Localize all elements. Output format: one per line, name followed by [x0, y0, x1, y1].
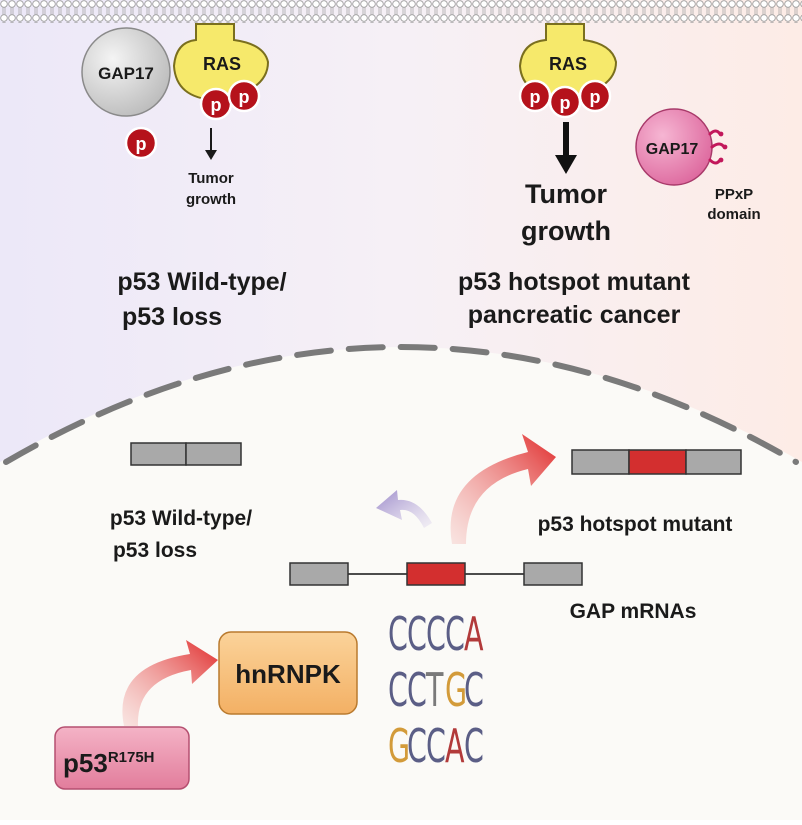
nuclear-envelope: [3, 344, 799, 465]
large-down-arrowhead: [555, 155, 577, 174]
p53-r175h-label: p53R175H: [63, 748, 155, 778]
motif-letter: C: [407, 608, 427, 662]
nucleus-mutant-label: p53 hotspot mutant: [538, 513, 733, 536]
hnrnpk-box: [218, 631, 358, 715]
free-phospho-icon: [124, 126, 158, 160]
mutant-transcript-exon-3: [685, 449, 742, 475]
nucleus-wt-label-line1: p53 Wild-type/: [110, 507, 252, 530]
ras-label-left: RAS: [203, 54, 241, 74]
phospho-label-left-2: p: [239, 87, 250, 107]
phospho-icon-left-2: [227, 79, 261, 113]
motif-letter: C: [407, 664, 427, 718]
phospho-label-right-1: p: [530, 87, 541, 107]
ras-label-right: RAS: [549, 54, 587, 74]
motif-letter: A: [464, 608, 484, 662]
nucleus-wt-label-line2: p53 loss: [113, 539, 197, 562]
condition-right-line2: pancreatic cancer: [468, 301, 681, 329]
tumor-growth-right-line1: Tumor: [525, 179, 607, 209]
phospho-label-right-2: p: [560, 93, 571, 113]
top-left-panel: GAP17 RAS p p p Tumor growth p53 Wild-ty…: [81, 23, 287, 331]
gap17-label-left: GAP17: [98, 64, 154, 83]
gap-mrna-exon-3: [523, 562, 583, 586]
tumor-growth-right-line2: growth: [521, 216, 611, 246]
motif-letter: G: [388, 720, 410, 774]
red-arrow-to-mutant: [450, 434, 556, 544]
motif-letter: C: [445, 608, 465, 662]
condition-left-line1: p53 Wild-type/: [117, 268, 286, 296]
motif-letter: T: [425, 664, 444, 718]
tumor-growth-left-line2: growth: [186, 191, 236, 208]
motif-letter: C: [464, 664, 484, 718]
motif-letter: C: [388, 608, 408, 662]
gap-mrnas-label: GAP mRNAs: [570, 600, 697, 623]
p53-superscript-label: R175H: [108, 749, 155, 766]
motif-letter: C: [426, 608, 446, 662]
motif-letter: A: [445, 720, 465, 774]
condition-right-line1: p53 hotspot mutant: [458, 268, 691, 296]
condition-left-line2: p53 loss: [122, 303, 222, 331]
cell-membrane: [0, 0, 802, 23]
p53-base-label: p53: [63, 748, 108, 778]
motif-letter: C: [407, 720, 427, 774]
wt-transcript-exon-1: [130, 442, 187, 466]
phospho-icon-right-3: [578, 79, 612, 113]
gap17-grey-protein: [81, 27, 171, 117]
ppxp-domain-dot-3: [718, 157, 724, 163]
mutant-transcript-exon-1: [571, 449, 630, 475]
gap-mrna-exon-2: [406, 562, 466, 586]
purple-arrow: [376, 490, 432, 528]
free-phospho-label: p: [136, 134, 147, 154]
p53-r175h-box: [54, 726, 190, 790]
ppxp-label-line2: domain: [707, 206, 760, 223]
tumor-growth-left-line1: Tumor: [188, 170, 234, 187]
ppxp-label-line1: PPxP: [715, 186, 753, 203]
phospho-label-left-1: p: [211, 95, 222, 115]
top-right-panel: RAS p p p Tumor growth GAP17 PPxP domain…: [458, 23, 761, 329]
hnrnpk-label: hnRNPK: [235, 659, 341, 689]
phospho-label-right-3: p: [590, 87, 601, 107]
gap-mrna-exon-1: [289, 562, 349, 586]
ppxp-domain-dot-1: [718, 131, 724, 137]
gap17-label-right: GAP17: [646, 141, 699, 158]
wt-transcript-exon-2: [185, 442, 242, 466]
red-arrow-to-hnrnpk: [122, 640, 218, 726]
motif-letter: C: [426, 720, 446, 774]
ppxp-domain-dot-2: [722, 144, 728, 150]
motif-letter: G: [445, 664, 467, 718]
mutant-transcript-exon-2: [628, 449, 687, 475]
small-down-arrowhead: [205, 150, 217, 160]
motif-letter: C: [464, 720, 484, 774]
nucleus-panel: p53 Wild-type/ p53 loss p53 hotspot muta…: [54, 434, 742, 790]
motif-letter: C: [388, 664, 408, 718]
